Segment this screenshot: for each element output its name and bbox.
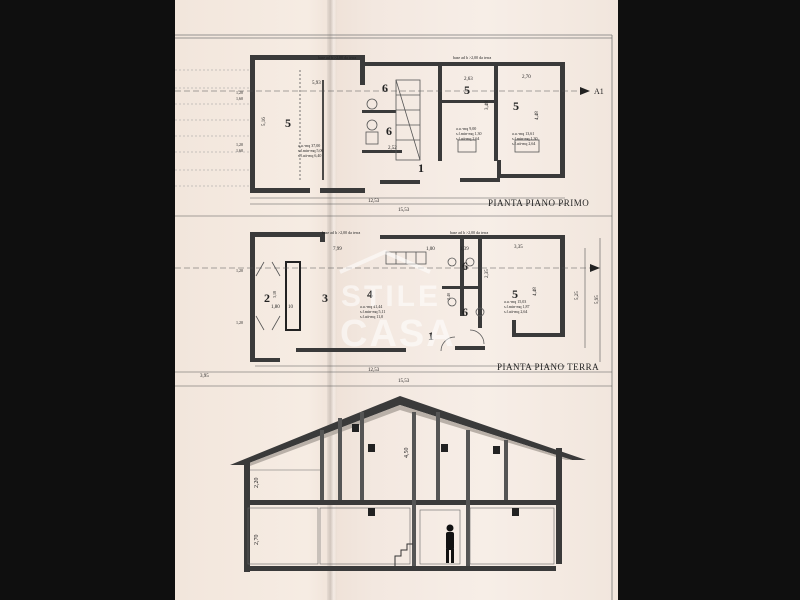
dimension: 5,25 — [575, 291, 580, 300]
room-label: 4 — [367, 287, 373, 301]
dimension: 4,50 — [404, 448, 410, 459]
dimension: 5,95 — [595, 295, 600, 304]
room-info: s.f.min-mq 1,87 — [504, 304, 530, 310]
dimension: 2,52 — [388, 146, 397, 151]
room-label: 5 — [285, 116, 291, 130]
cross-section: 2,20 4,50 2,70 — [230, 396, 586, 572]
room-label: 5 — [513, 99, 519, 113]
paper-fold — [327, 0, 337, 600]
dimension: 15,53 — [398, 208, 410, 213]
dimension: 1,20 — [236, 142, 243, 148]
first-floor-plan-title: PIANTA PIANO PRIMO — [488, 198, 589, 208]
dimension: 1,20 — [236, 268, 243, 274]
room-label: 3 — [322, 291, 328, 305]
dimension: 3,35 — [514, 245, 523, 250]
room-info: s.f.att-mq 2,64 — [512, 141, 535, 147]
height-note: base ad h >2,00 da terra — [322, 230, 360, 236]
dimension: 12,53 — [368, 199, 380, 204]
room-info: s.f.min-mq 1,30 — [512, 136, 538, 142]
dimension: 15,53 — [398, 379, 410, 384]
room-label: 5 — [464, 83, 470, 97]
dimension: 3,48 — [485, 101, 490, 110]
dimension: 10 — [288, 305, 294, 310]
room-info: s.f.min-mq 5,00 — [298, 148, 324, 154]
dimension: 5,16 — [262, 117, 267, 126]
dimension: 1,60 — [236, 96, 243, 102]
dimension: 4,48 — [535, 111, 540, 120]
person-silhouette — [446, 524, 454, 563]
dimension: 2,40 — [446, 293, 452, 300]
dimension: 1,00 — [426, 247, 435, 252]
room-label: 5 — [512, 287, 518, 301]
first-floor-plan: 5 a.u.-mq 37,00 s.f.min-mq 5,00 s.f.att-… — [175, 55, 612, 217]
watermark-line2: CASA — [340, 313, 456, 355]
dimension: 1,20 — [236, 90, 243, 96]
height-note: base ad h >2,00 da terra — [450, 230, 488, 236]
dimension: 2,70 — [522, 75, 531, 80]
room-label: 6 — [462, 259, 468, 273]
room-label: 6 — [382, 81, 388, 95]
dimension: 1,39 — [460, 247, 469, 252]
dimension: 1,20 — [236, 320, 243, 326]
ground-floor-plan-title: PIANTA PIANO TERRA — [497, 362, 599, 372]
dimension: 3,18 — [272, 291, 278, 298]
dimension: 2,70 — [254, 535, 260, 546]
section-marker: A1 — [594, 87, 604, 96]
dimension: 2,35 — [485, 269, 490, 278]
room-info: s.f.att-mq 6,40 — [298, 153, 321, 159]
dimension: 1,60 — [236, 148, 243, 154]
room-info: s.f.min-mq 1,30 — [456, 131, 482, 137]
dimension: 12,53 — [368, 368, 380, 373]
room-label: 6 — [462, 305, 468, 319]
dimension: 5,93 — [312, 81, 321, 86]
dark-background-right — [618, 0, 800, 600]
room-info: a.u.-mq 37,00 — [298, 143, 320, 149]
room-info: a.u.-mq 41,44 — [360, 304, 382, 310]
room-label: 1 — [428, 329, 434, 343]
room-info: s.f.att-mq 2,64 — [504, 309, 527, 315]
dimension: 2,20 — [254, 478, 260, 489]
room-info: a.u.-mq 15,03 — [504, 299, 526, 305]
room-info: a.u.-mq 9,00 — [456, 126, 476, 132]
room-info: s.f.att-mq 2,64 — [456, 136, 479, 142]
ground-floor-plan: 2 3 4 a.u.-mq 41,44 s.f.min-mq 5,11 s.f.… — [175, 230, 612, 387]
dimension: 3,95 — [200, 374, 209, 379]
height-note: base ad h >2,00 da terra — [453, 55, 491, 61]
room-label: 1 — [418, 161, 424, 175]
dimension: 1,80 — [271, 305, 280, 310]
dark-background-left — [0, 0, 175, 600]
room-label: 6 — [386, 124, 392, 138]
terrace-hatching — [175, 69, 252, 187]
agency-watermark: STILE CASA — [339, 249, 456, 355]
dimension: 7,99 — [333, 247, 342, 252]
room-info: s.f.att-mq 11,0 — [360, 314, 383, 320]
watermark-line1: STILE — [341, 280, 441, 313]
dimension: 2,63 — [464, 77, 473, 82]
dimension: 4,48 — [533, 287, 538, 296]
room-info: s.f.min-mq 5,11 — [360, 309, 385, 315]
height-note: base ad h >2,00 da terra — [318, 55, 356, 61]
room-label: 2 — [264, 291, 270, 305]
room-info: a.u.-mq 13,61 — [512, 131, 534, 137]
